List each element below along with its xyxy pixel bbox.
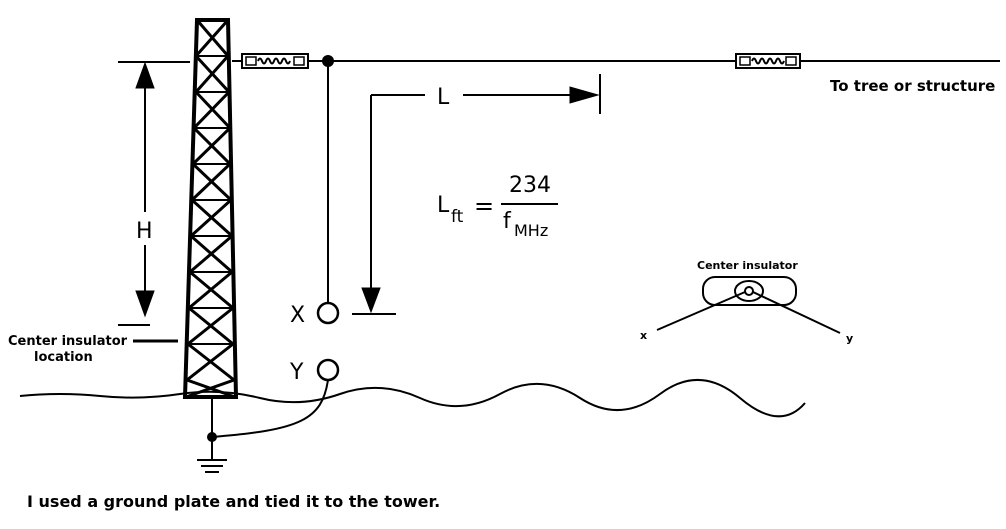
ground-junction-dot	[207, 432, 217, 442]
inset-x-lead	[656, 291, 746, 331]
formula-numerator: 234	[509, 173, 551, 198]
inset-y-lead	[752, 291, 841, 334]
center-insulator-hole	[744, 286, 754, 296]
height-label: H	[136, 219, 153, 244]
tower	[182, 18, 239, 399]
center-insulator-location-label-line2: location	[34, 350, 93, 365]
ground-symbol	[197, 459, 227, 473]
formula-L-sub: ft	[451, 207, 464, 227]
terminal-x-label: X	[290, 303, 305, 328]
length-label: L	[437, 85, 450, 110]
terminal-y	[316, 358, 340, 382]
formula-L: L	[437, 193, 450, 218]
ground-tie-wire	[211, 379, 329, 438]
center-insulator-title: Center insulator	[697, 259, 798, 272]
terminal-y-label: Y	[289, 360, 304, 385]
terminal-x	[316, 301, 340, 325]
length-formula: L ft = 234 f MHz	[437, 173, 558, 240]
center-insulator-location-label-line1: Center insulator	[8, 334, 128, 349]
to-tree-label: To tree or structure	[830, 77, 995, 95]
inset-y-label: y	[846, 332, 853, 345]
formula-denominator-sub: MHz	[514, 221, 548, 240]
ground-line	[19, 379, 806, 418]
left-insulator	[241, 53, 309, 69]
right-insulator	[735, 53, 801, 69]
inset-x-label: x	[640, 329, 647, 342]
footer-note: I used a ground plate and tied it to the…	[27, 492, 440, 511]
center-insulator-inset: Center insulator x y	[640, 259, 853, 345]
formula-equals: =	[474, 192, 494, 220]
height-arrow	[118, 61, 190, 326]
length-arrow	[352, 74, 601, 315]
formula-denominator: f	[503, 209, 512, 234]
